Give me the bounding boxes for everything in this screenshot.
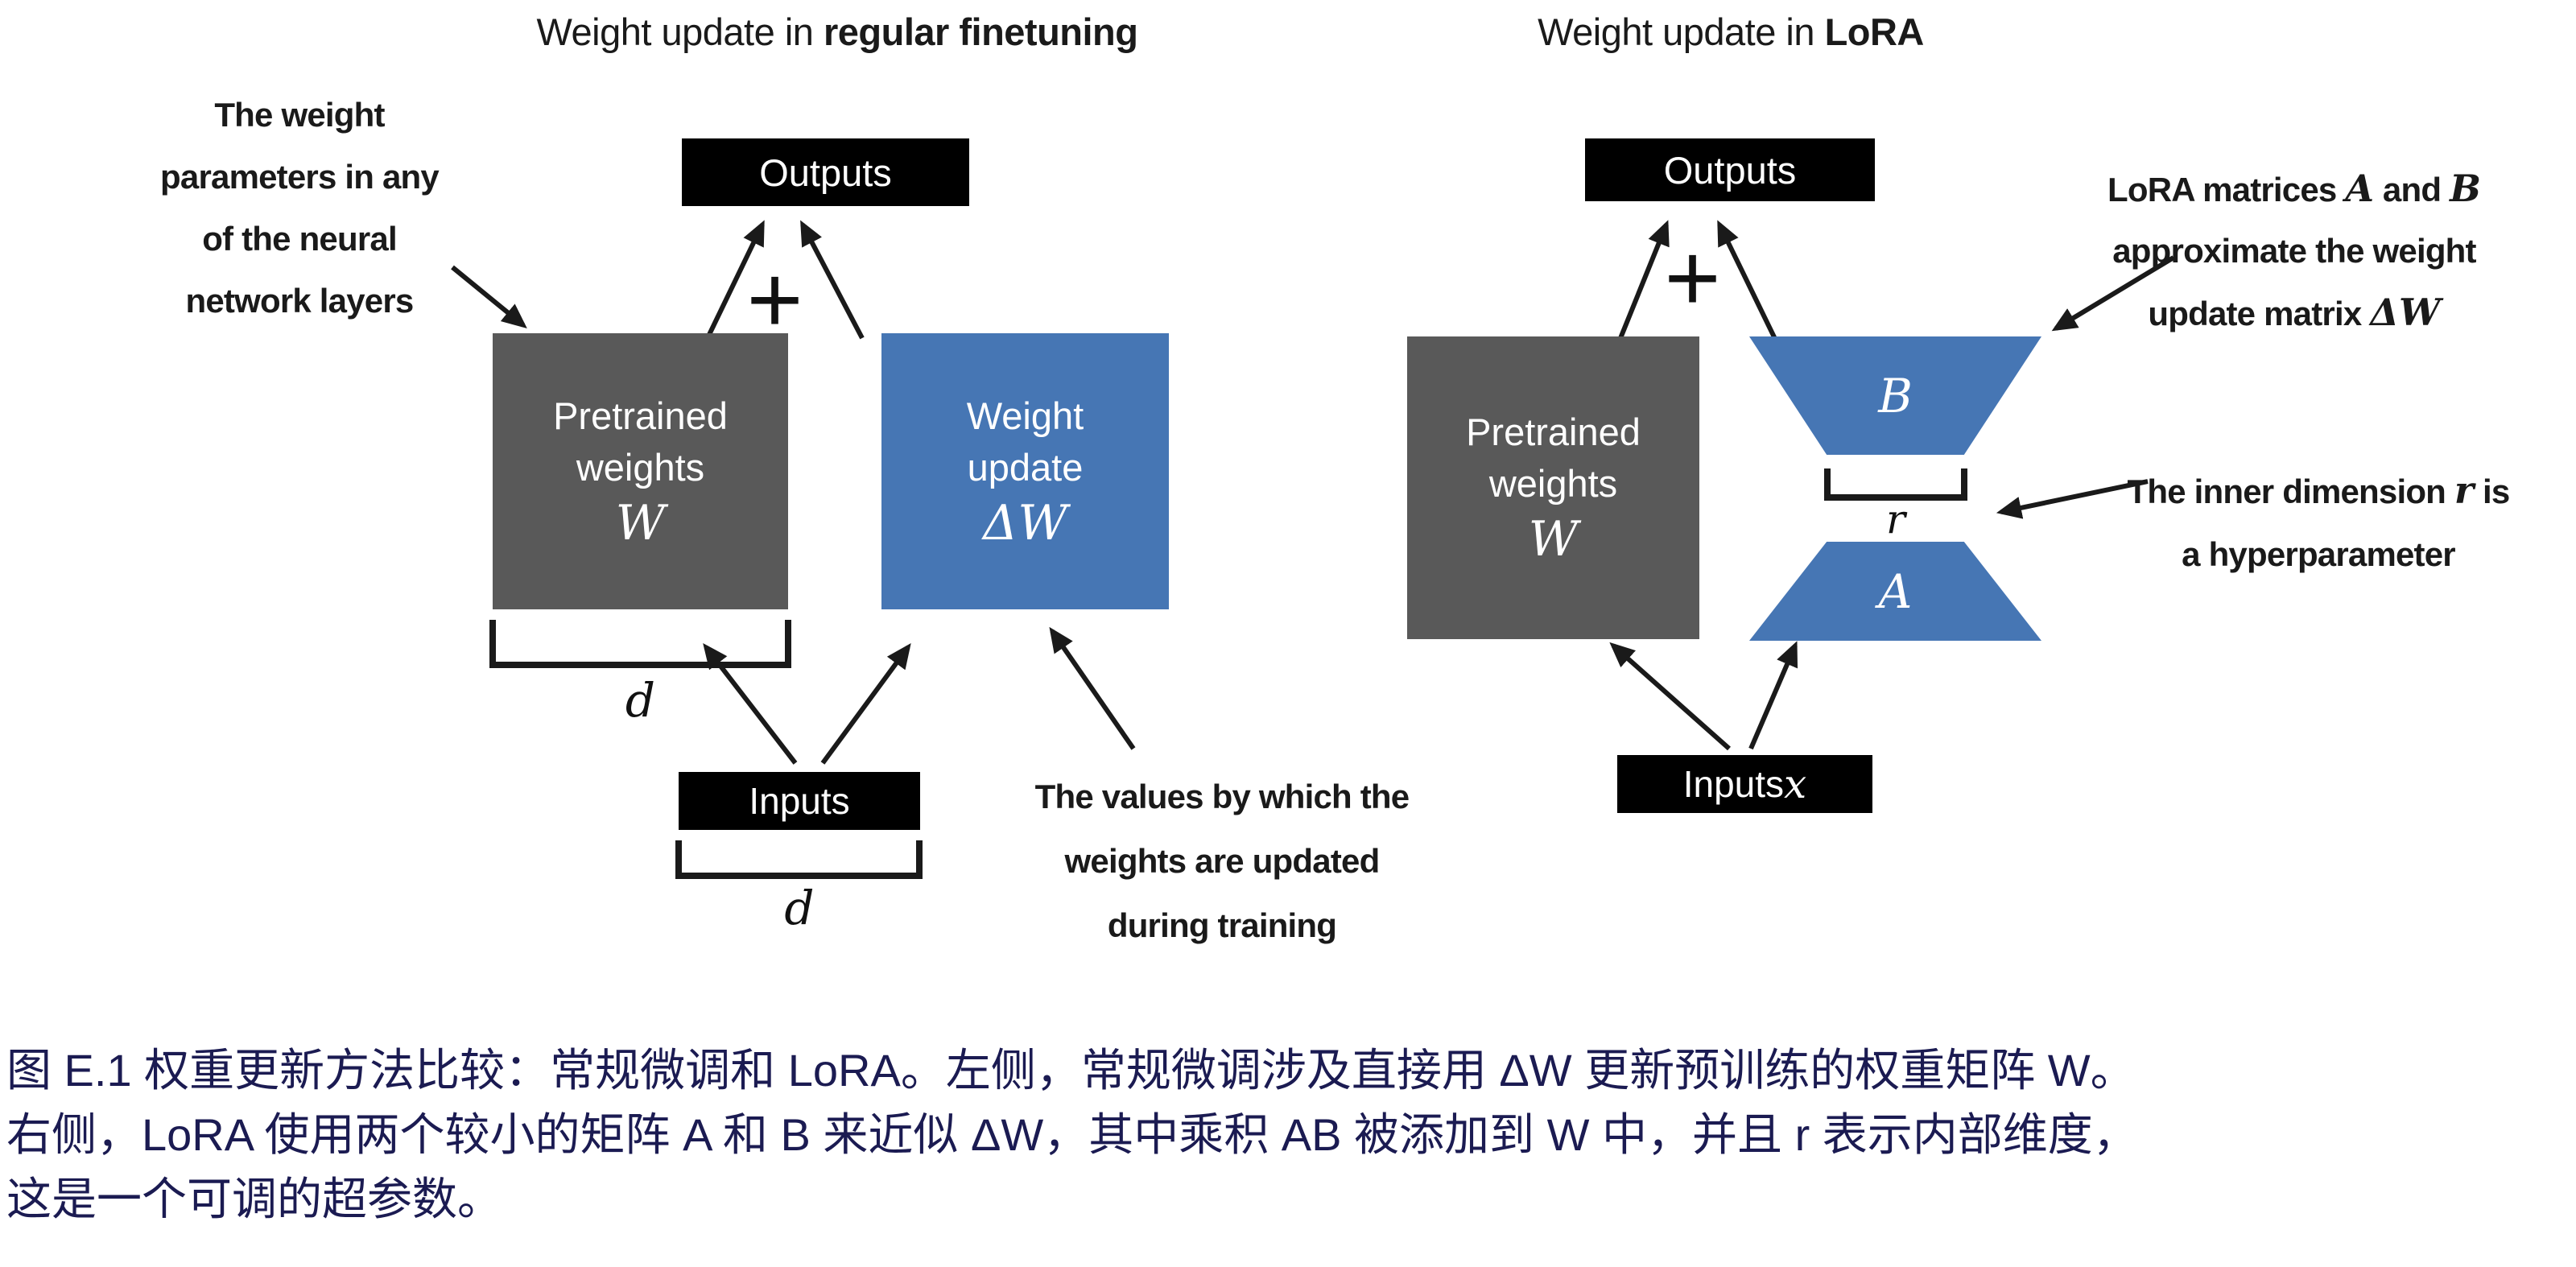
left-panel-title: Weight update in regular finetuning bbox=[354, 10, 1320, 54]
left-title-emphasis: regular finetuning bbox=[823, 10, 1138, 53]
annotation-line: approximate the weight bbox=[2112, 232, 2476, 270]
delta-w-symbol: ΔW bbox=[983, 494, 1067, 551]
figure-caption: 图 E.1 权重更新方法比较：常规微调和 LoRA。左侧，常规微调涉及直接用 Δ… bbox=[6, 1038, 2570, 1232]
matrix-b-ref: B bbox=[2450, 167, 2481, 210]
annotation-line: The values by which the bbox=[1034, 778, 1410, 815]
annotation-text: The inner dimension bbox=[2127, 473, 2454, 510]
pretrained-weights-box-left: Pretrained weights W bbox=[493, 333, 788, 609]
annotation-line: a hyperparameter bbox=[2182, 535, 2456, 573]
lora-annotation: LoRA matrices A and B approximate the we… bbox=[2053, 158, 2536, 345]
annotation-line: LoRA matrices A and B bbox=[2053, 158, 2536, 221]
pretrained-w-symbol: W bbox=[615, 494, 666, 551]
plus-sign-left: + bbox=[746, 246, 803, 353]
dim-d-under-weights: d bbox=[625, 673, 656, 728]
annotation-text: update matrix bbox=[2148, 295, 2371, 332]
pretrained-label-line: weights bbox=[1488, 462, 1618, 505]
arrow-values-annotation-to-blue bbox=[1049, 626, 1136, 750]
weights-annotation: The weight parameters in any of the neur… bbox=[58, 84, 541, 332]
weight-update-label-line: update bbox=[967, 445, 1084, 489]
annotation-line: during training bbox=[1107, 906, 1337, 944]
caption-line: 这是一个可调的超参数。 bbox=[6, 1174, 502, 1224]
arrow-inputs-to-blue-left bbox=[820, 642, 911, 765]
pretrained-weights-box-right: Pretrained weights W bbox=[1407, 336, 1699, 639]
annotation-line: The inner dimension r is bbox=[2077, 459, 2560, 523]
annotation-line: parameters in any bbox=[160, 158, 440, 196]
outputs-box-right: Outputs bbox=[1585, 138, 1875, 201]
matrix-a-ref: A bbox=[2345, 167, 2375, 210]
inner-dimension-annotation: The inner dimension r is a hyperparamete… bbox=[2077, 459, 2560, 586]
rank-r-ref: r bbox=[2454, 468, 2475, 512]
annotation-line: of the neural bbox=[202, 220, 397, 258]
annotation-line: network layers bbox=[185, 282, 415, 320]
plus-sign-right: + bbox=[1664, 224, 1721, 332]
bracket-under-inputs-left bbox=[675, 840, 923, 879]
right-title-prefix: Weight update in bbox=[1538, 10, 1825, 53]
right-panel-title: Weight update in LoRA bbox=[1368, 10, 2093, 54]
inputs-x-symbol: x bbox=[1784, 761, 1807, 807]
outputs-label-right: Outputs bbox=[1663, 148, 1797, 192]
dim-d-under-inputs: d bbox=[784, 881, 815, 935]
outputs-box-left: Outputs bbox=[682, 138, 969, 206]
pretrained-label-line: Pretrained bbox=[1466, 411, 1641, 453]
inputs-box-right: Inputs x bbox=[1617, 755, 1872, 813]
lora-matrix-a: A bbox=[1749, 542, 2041, 641]
matrix-a-symbol: A bbox=[1878, 563, 1913, 619]
matrix-b-symbol: B bbox=[1878, 368, 1913, 423]
bracket-under-gray-left bbox=[489, 620, 791, 668]
lora-matrix-b: B bbox=[1749, 336, 2041, 455]
inputs-box-left: Inputs bbox=[679, 772, 920, 830]
inputs-label-left: Inputs bbox=[749, 780, 850, 822]
annotation-text: is bbox=[2474, 473, 2510, 510]
inputs-label-right: Inputs bbox=[1682, 763, 1785, 805]
pretrained-label-line: Pretrained bbox=[553, 394, 728, 437]
values-annotation: The values by which the weights are upda… bbox=[980, 765, 1463, 958]
bracket-under-b-right bbox=[1824, 468, 1967, 501]
weight-update-box: Weight update ΔW bbox=[881, 333, 1169, 609]
right-title-emphasis: LoRA bbox=[1824, 10, 1925, 53]
annotation-text: and bbox=[2374, 171, 2450, 208]
annotation-line: The weight bbox=[214, 96, 385, 134]
arrow-inputs-to-gray-right bbox=[1609, 642, 1731, 751]
delta-w-ref: ΔW bbox=[2370, 291, 2441, 334]
caption-line: 右侧，LoRA 使用两个较小的矩阵 A 和 B 来近似 ΔW，其中乘积 AB 被… bbox=[6, 1109, 2138, 1160]
annotation-line: update matrix ΔW bbox=[2053, 282, 2536, 345]
weight-update-label-line: Weight bbox=[966, 394, 1084, 437]
pretrained-w-symbol: W bbox=[1528, 511, 1579, 567]
rank-r-symbol: r bbox=[1886, 496, 1905, 543]
left-title-prefix: Weight update in bbox=[536, 10, 824, 53]
pretrained-label-line: weights bbox=[576, 445, 705, 489]
annotation-text: LoRA matrices bbox=[2107, 171, 2346, 208]
outputs-label-left: Outputs bbox=[759, 151, 892, 194]
arrow-inputs-to-a-right bbox=[1748, 641, 1798, 750]
caption-line: 图 E.1 权重更新方法比较：常规微调和 LoRA。左侧，常规微调涉及直接用 Δ… bbox=[6, 1045, 2136, 1096]
annotation-line: weights are updated bbox=[1064, 842, 1381, 880]
